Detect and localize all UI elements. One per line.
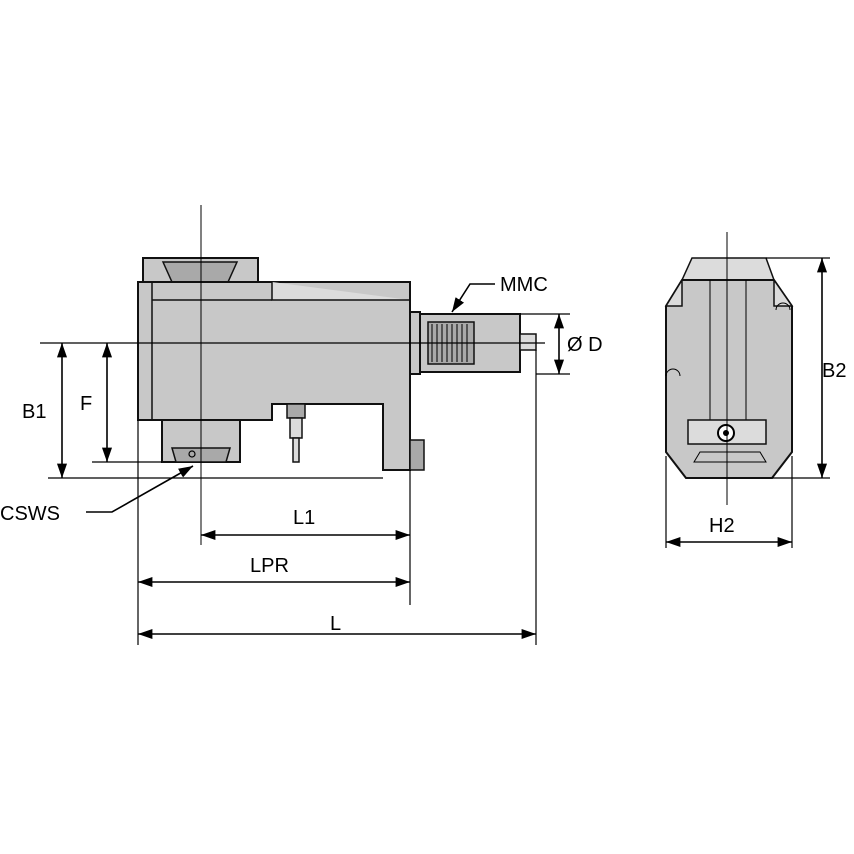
side-view-guide-lines (40, 205, 570, 645)
label-l: L (330, 613, 341, 635)
label-l1: L1 (293, 507, 315, 529)
end-body (665, 279, 793, 479)
end-base-slot (693, 451, 767, 463)
spindle-nose (519, 333, 537, 351)
nozzle-nut (286, 403, 306, 419)
side-view (137, 257, 537, 471)
dimension-b2: B2 (816, 258, 846, 478)
label-h2: H2 (709, 515, 735, 537)
nozzle-body (289, 417, 303, 439)
end-notch-right (775, 302, 791, 311)
label-od: Ø D (567, 334, 603, 356)
dimension-h2: H2 (666, 515, 792, 548)
end-view (664, 257, 794, 479)
dimension-l: L (138, 613, 536, 640)
dimension-lpr: LPR (138, 555, 410, 588)
dimension-od: Ø D (553, 314, 603, 374)
nozzle-tip (292, 437, 300, 463)
end-bevel-left (664, 277, 683, 307)
main-body (137, 281, 411, 471)
end-bevel-right (773, 277, 794, 307)
dimension-f: F (80, 343, 113, 462)
label-b2: B2 (822, 360, 846, 382)
label-f: F (80, 393, 92, 415)
label-lpr: LPR (250, 555, 289, 577)
top-cap-chamfer (161, 261, 239, 283)
label-b1: B1 (22, 401, 46, 423)
dimension-l1: L1 (201, 507, 410, 541)
end-bolt-center (723, 430, 729, 436)
label-csws: CSWS (0, 503, 60, 525)
callout-csws: CSWS (0, 450, 196, 525)
end-top-cap (680, 257, 776, 281)
end-notch-left (665, 368, 681, 377)
callout-mmc: MMC (451, 274, 548, 313)
dimension-b1: B1 (22, 343, 68, 478)
side-foot (409, 439, 425, 471)
label-mmc: MMC (500, 274, 548, 296)
